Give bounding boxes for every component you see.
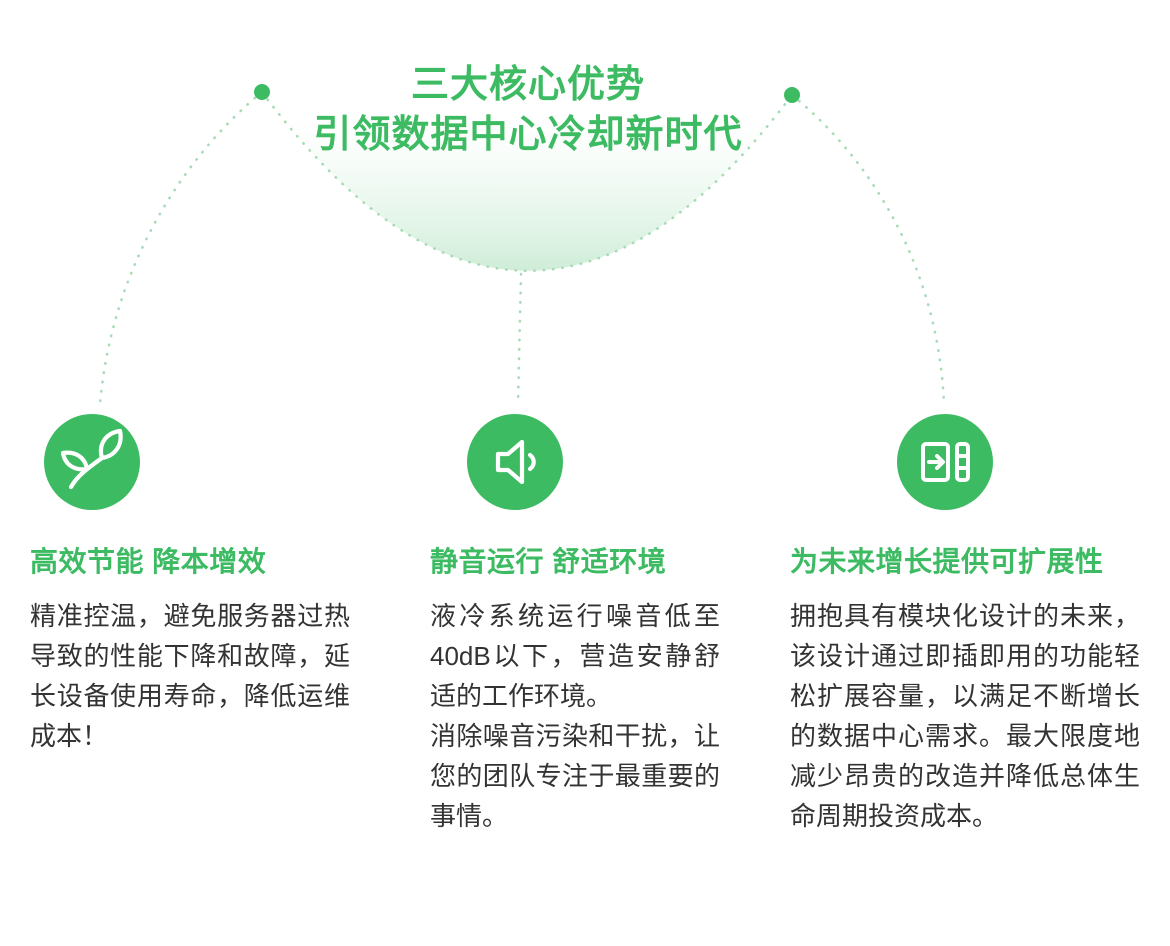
section-title-line2: 引领数据中心冷却新时代 [313,114,743,156]
feature-icon-badge-quiet [467,414,563,510]
feature-icon-badge-energy [44,414,140,510]
expand-icon [921,442,970,482]
feature-body-energy: 精准控温，避免服务器过热导致的性能下降和故障，延长设备使用寿命，降低运维成本！ [30,601,350,751]
connector-center [516,272,523,406]
feature-body-scalable: 拥抱具有模块化设计的未来，该设计通过即插即用的功能轻松扩展容量，以满足不断增长的… [790,601,1140,831]
feature-icon-badge-scalable [897,414,993,510]
feature-body-quiet: 液冷系统运行噪音低至40dB以下，营造安静舒适的工作环境。 消除噪音污染和干扰，… [430,601,720,831]
section-title: 三大核心优势 引领数据中心冷却新时代 [0,60,1056,160]
leaf-icon [60,428,123,490]
section-title-line1: 三大核心优势 [410,64,645,106]
feature-heading-energy: 高效节能 降本增效 [30,546,267,577]
feature-heading-quiet: 静音运行 舒适环境 [430,546,667,577]
speaker-icon [495,439,536,485]
feature-heading-scalable: 为未来增长提供可扩展性 [790,546,1104,577]
